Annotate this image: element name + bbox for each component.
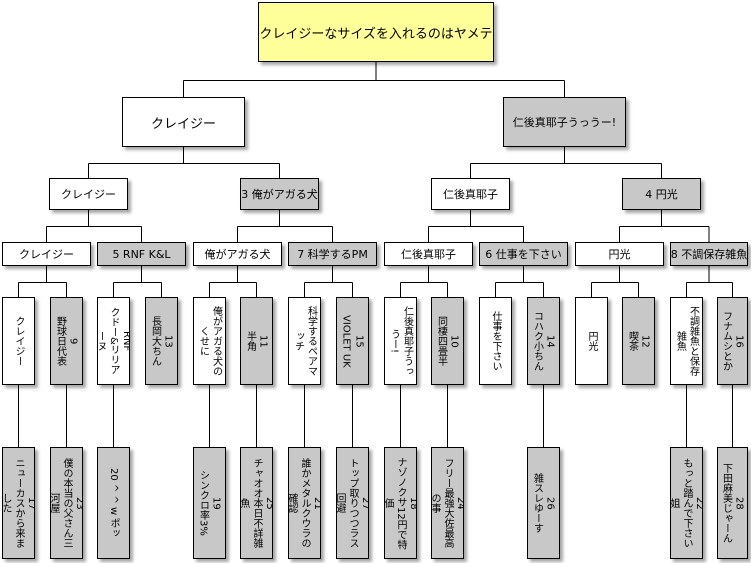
node-label: 8 不調保存雑魚 (670, 248, 748, 261)
level3-node-5: 6 仕事を下さい (479, 242, 568, 266)
node-label: 14 コハク小ちん (531, 311, 556, 371)
level4-node-0: クレイジー (2, 297, 35, 385)
node-label: 円光 (586, 331, 597, 351)
node-label: 円光 (608, 248, 631, 261)
level4-node-10: 仕事を下さい (479, 297, 512, 385)
level3-node-4: 仁後真耶子 (384, 242, 473, 266)
node-label: 25 チャオオ本日不詳雑魚 (240, 458, 273, 548)
node-label: 19 シンクロ率3% (197, 470, 222, 536)
level4-node-6: 科学するペアマッチ (288, 297, 321, 385)
node-label: 17 ニューカスから来ました (2, 458, 35, 548)
level4-node-9: 10 同棲四畳半 (431, 297, 464, 385)
node-label: クレイジー (61, 188, 116, 201)
node-label: 15 VIOLET UK (340, 314, 365, 368)
node-label: 28 下田麻美じゃーん (720, 463, 745, 543)
node-label: 7 科学するPM (297, 248, 368, 261)
level2-node-3: 4 円光 (622, 178, 701, 210)
level5-node-8: 24 フリー最強大佐最高の事 (431, 447, 464, 559)
level4-node-7: 15 VIOLET UK (336, 297, 369, 385)
node-label: 仁後真耶子うっうー! (388, 306, 413, 376)
node-label: RNF クドー&リリアーヌ (97, 307, 130, 375)
level4-node-5: 11 半角 (240, 297, 273, 385)
level5-node-2: 20 ^ ^ w ポッ (97, 447, 130, 559)
node-label: 12 喫茶 (626, 331, 651, 351)
level1-node-0: クレイジー (122, 97, 245, 147)
level4-node-15: 16 フナムシとか (717, 297, 748, 385)
level5-node-9: 26 雑スレゆーす (527, 447, 560, 559)
node-label: 仕事を下さい (490, 311, 501, 371)
node-label: 俺がアガる犬 (204, 248, 271, 261)
node-label: 18 ナゾノクサ12円で特価 (384, 456, 417, 550)
level4-node-4: 俺がアガる犬のくせに (193, 297, 226, 385)
level5-node-0: 17 ニューカスから来ました (2, 447, 35, 559)
node-label: 6 仕事を下さい (485, 248, 562, 261)
level5-node-7: 18 ナゾノクサ12円で特価 (384, 447, 417, 559)
root-node: クレイジーなサイズを入れるのはヤメテ (258, 2, 494, 62)
level4-node-3: 13 長岡大ちん (145, 297, 178, 385)
level4-node-14: 不調雑魚と保存雑魚 (670, 297, 703, 385)
level3-node-6: 円光 (575, 242, 664, 266)
level2-node-2: 仁後真耶子 (431, 178, 510, 210)
level3-node-2: 俺がアガる犬 (193, 242, 282, 266)
node-label: 4 円光 (645, 188, 678, 201)
level5-node-1: 23 僕の本当の父さん三河屋 (50, 447, 83, 559)
level4-node-13: 12 喫茶 (622, 297, 655, 385)
node-label: 仁後真耶子 (443, 188, 498, 201)
node-label: 20 ^ ^ w ポッ (108, 467, 119, 539)
node-label: 10 同棲四畳半 (435, 316, 460, 366)
level5-node-4: 25 チャオオ本日不詳雑魚 (240, 447, 273, 559)
level5-node-10: 22 もっと踏んで下さい姐 (670, 447, 703, 559)
node-label: 11 半角 (244, 331, 269, 351)
level3-node-7: 8 不調保存雑魚 (670, 242, 748, 266)
node-label: 科学するペアマッチ (292, 306, 317, 376)
level4-node-8: 仁後真耶子うっうー! (384, 297, 417, 385)
node-label: 13 長岡大ちん (149, 316, 174, 366)
level5-node-3: 19 シンクロ率3% (193, 447, 226, 559)
node-label: 3 俺がアガる犬 (241, 188, 318, 201)
node-label: 9 野球日代表 (54, 316, 79, 366)
level3-node-1: 5 RNF K&L (97, 242, 186, 266)
node-label: 22 もっと踏んで下さい姐 (670, 458, 703, 548)
node-label: 俺がアガる犬のくせに (197, 306, 222, 376)
level4-node-12: 円光 (575, 297, 608, 385)
node-label: 16 フナムシとか (720, 311, 745, 371)
level5-node-11: 28 下田麻美じゃーん (717, 447, 748, 559)
level1-node-1: 仁後真耶子うっうー! (503, 97, 626, 147)
node-label: 24 フリー最強大佐最高の事 (431, 458, 464, 548)
node-label: 21 誰かメタルクウラの確認 (288, 458, 321, 548)
node-label: 不調雑魚と保存雑魚 (674, 306, 699, 376)
level2-node-1: 3 俺がアガる犬 (240, 178, 319, 210)
node-label: 26 雑スレゆーす (531, 473, 556, 533)
node-label: クレイジー (150, 116, 216, 132)
level5-node-6: 27 トップ取りつつラス回避 (336, 447, 369, 559)
level5-node-5: 21 誰かメタルクウラの確認 (288, 447, 321, 559)
level2-node-0: クレイジー (49, 178, 128, 210)
node-label: 仁後真耶子 (401, 248, 456, 261)
root-label: クレイジーなサイズを入れるのはヤメテ (259, 26, 493, 42)
level4-node-2: RNF クドー&リリアーヌ (97, 297, 130, 385)
level3-node-3: 7 科学するPM (288, 242, 377, 266)
node-label: 5 RNF K&L (112, 247, 171, 261)
level4-node-1: 9 野球日代表 (50, 297, 83, 385)
node-label: クレイジー (13, 316, 24, 366)
node-label: 仁後真耶子うっうー! (512, 116, 617, 129)
node-label: 27 トップ取りつつラス回避 (336, 458, 369, 548)
level3-node-0: クレイジー (2, 242, 91, 266)
level4-node-11: 14 コハク小ちん (527, 297, 560, 385)
node-label: 23 僕の本当の父さん三河屋 (50, 458, 83, 548)
node-label: クレイジー (19, 248, 74, 261)
